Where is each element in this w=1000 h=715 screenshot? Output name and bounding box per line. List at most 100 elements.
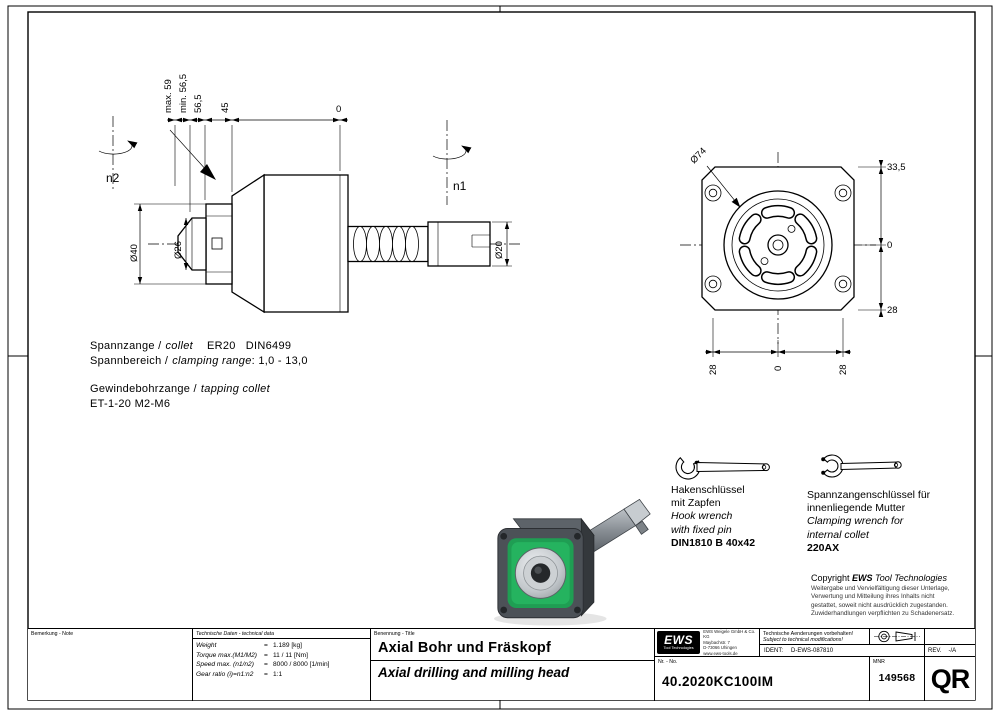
- tech-value: 11 / 11 [Nm]: [273, 651, 308, 659]
- dia-74-label: Ø74: [688, 146, 708, 166]
- hook-wrench-text: Hakenschlüssel mit Zapfen Hook wrench wi…: [671, 484, 755, 550]
- hook-wrench-en1: Hook wrench: [671, 510, 733, 523]
- tapping-label-de: Gewindebohrzange /: [90, 383, 197, 395]
- ident-value: D-EWS-087810: [791, 647, 834, 654]
- front-view: Ø74 33,5 0 28 28 0 28: [680, 146, 906, 375]
- tech-value: 1:1: [273, 670, 283, 678]
- clamping-wrench-de1: Spannzangenschlüssel für: [807, 489, 931, 501]
- tech-label: Speed max. (n1/n2): [196, 661, 254, 669]
- side-view-dimensions: max. 59 min. 56,5 56,5 45 0 Ø40 Ø26: [129, 74, 512, 285]
- title-block-right: EWS Tool Technologies EWS Weigele GmbH &…: [655, 629, 975, 701]
- n2-rotation-symbol: n2: [98, 116, 138, 192]
- address-line3: D-73066 Uhingen: [703, 645, 737, 651]
- drawing-frame: [7, 5, 993, 710]
- ews-logo-subtext: Tool Technologies: [663, 645, 694, 650]
- dim-28-right: 28: [887, 305, 898, 316]
- copyright-brand: EWS: [852, 573, 873, 583]
- side-view: n2 n1: [98, 74, 520, 314]
- title-divider: [371, 659, 654, 661]
- copyright-smallprint: Weitergabe und Vervielfältigung dieser U…: [811, 585, 981, 618]
- drawing-number-header: Nr. - No.: [658, 658, 678, 665]
- tech-eq: =: [264, 670, 268, 678]
- tapping-collet-line: Gewindebohrzange /tapping collet: [90, 382, 308, 397]
- title-block: Bemerkung - Note Technische Daten - tech…: [28, 628, 975, 701]
- mnr-value: 149568: [878, 671, 916, 684]
- tech-label: Torque max.(M1/M2): [196, 651, 257, 659]
- dim-min-56-5: min. 56,5: [178, 74, 189, 113]
- clamping-wrench-en2: internal collet: [807, 528, 869, 541]
- hook-wrench-spec: DIN1810 B 40x42: [671, 536, 756, 549]
- n2-label: n2: [106, 171, 120, 185]
- collet-label-en: collet: [165, 340, 193, 352]
- title-header: Benennung - Title: [374, 630, 415, 637]
- ews-logo-text: EWS: [664, 632, 694, 647]
- dim-33-5: 33,5: [887, 162, 906, 173]
- note-header: Bemerkung - Note: [31, 630, 74, 637]
- dim-56-5: 56,5: [193, 95, 204, 114]
- drawing-title-en: Axial drilling and milling head: [378, 664, 570, 680]
- rev-value: -/A: [948, 647, 957, 654]
- copyright-title: Copyright EWS Tool Technologies: [811, 573, 981, 583]
- changes-note-de: Technische Aenderungen vorbehalten!: [763, 630, 854, 637]
- changes-note-en: Subject to technical modifications!: [763, 637, 843, 644]
- front-view-dimensions: Ø74 33,5 0 28 28 0 28: [688, 146, 905, 375]
- drawing-number: 40.2020KC100IM: [662, 673, 774, 689]
- dia-40-label: Ø40: [129, 244, 140, 262]
- company-address: EWS Weigele GmbH & Co. KG Maybachstr. 7 …: [700, 629, 759, 657]
- dia-20-label: Ø20: [494, 241, 505, 259]
- dim-max-59: max. 59: [163, 79, 174, 113]
- address-line4: www.ews-tools.de: [703, 650, 738, 656]
- hook-wrench-de2: mit Zapfen: [671, 497, 721, 510]
- tech-value: 1.189 [kg]: [273, 642, 302, 649]
- mnr-label: MNR: [873, 658, 885, 665]
- range-label-en: clamping range: [172, 355, 252, 367]
- copyright-line1: Weitergabe und Vervielfältigung dieser U…: [811, 585, 950, 592]
- copyright-brand-suffix: Tool Technologies: [872, 573, 947, 583]
- copyright-block: Copyright EWS Tool Technologies Weiterga…: [811, 573, 981, 618]
- clamping-wrench-de2: innenliegende Mutter: [807, 502, 906, 515]
- note-cell: Bemerkung - Note: [28, 629, 193, 701]
- tapping-label-en: tapping collet: [200, 383, 270, 395]
- tech-label: Weight: [196, 642, 217, 649]
- drive-slots: [738, 205, 818, 285]
- ident-cell: IDENT: D-EWS-087810: [760, 645, 925, 657]
- collet-label-de: Spannzange /: [90, 340, 162, 352]
- clamping-wrench-spec: 220AX: [807, 541, 840, 554]
- dia-26-label: Ø26: [173, 241, 184, 259]
- hook-wrench-en2: with fixed pin: [671, 523, 732, 536]
- clamping-wrench-en1: Clamping wrench for: [807, 515, 904, 528]
- copyright-line2: Verwertung und Mitteilung ihres Inhalts …: [811, 593, 935, 601]
- rev-label: REV.: [928, 647, 942, 654]
- mnr-cell: MNR 149568: [870, 657, 925, 701]
- corner-mark: QR: [930, 663, 971, 694]
- corner-screws: [704, 184, 852, 293]
- tech-row-torque: Torque max.(M1/M2) = 11 / 11 [Nm]: [196, 651, 370, 661]
- n1-rotation-symbol: n1: [432, 120, 472, 205]
- drawing-number-cell: Nr. - No. 40.2020KC100IM: [655, 657, 870, 701]
- product-collet-nut: [514, 547, 567, 599]
- revision-cell: REV. -/A: [925, 645, 975, 657]
- ident-label: IDENT:: [764, 647, 784, 654]
- ews-logo: EWS Tool Technologies: [657, 631, 701, 654]
- dim-28-bottom-right: 28: [838, 364, 849, 375]
- product-photo: [494, 498, 651, 626]
- projection-symbol-cell: [870, 629, 925, 645]
- tech-eq: =: [264, 651, 268, 659]
- tech-eq: =: [264, 642, 268, 649]
- hook-wrench-icon: [675, 457, 770, 480]
- address-line2: Maybachstr. 7: [703, 639, 730, 645]
- technical-data-cell: Technische Daten - technical data Weight…: [193, 629, 371, 701]
- tech-row-speed: Speed max. (n1/n2)=8000 / 8000 [1/min]: [196, 660, 370, 670]
- changes-cell: Technische Aenderungen vorbehalten! Subj…: [760, 629, 870, 645]
- tech-value: 8000 / 8000 [1/min]: [273, 661, 330, 669]
- copyright-line4: Zuwiderhandlungen verpflichten zu Schade…: [811, 609, 955, 617]
- range-label-de: Spannbereich /: [90, 355, 169, 367]
- tech-row-weight: Weight = 1.189 [kg]: [196, 641, 370, 651]
- copyright-line3: gestattet, soweit nicht ausdrücklich zug…: [811, 601, 948, 609]
- first-angle-projection-icon: [874, 630, 920, 643]
- hook-wrench-de1: Hakenschlüssel: [671, 484, 745, 496]
- technical-data-rows: Weight = 1.189 [kg] Torque max.(M1/M2) = 11 …: [193, 639, 370, 679]
